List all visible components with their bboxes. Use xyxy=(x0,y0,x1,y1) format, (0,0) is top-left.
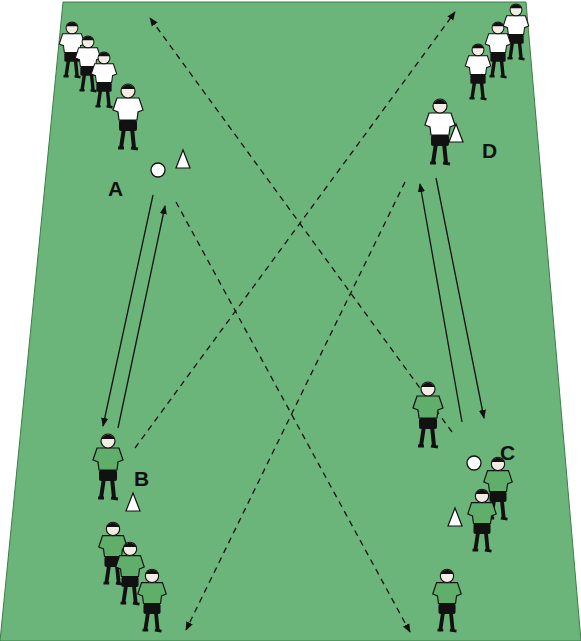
pass-line xyxy=(420,184,462,422)
player-figure xyxy=(465,44,491,99)
player-figure xyxy=(468,489,497,551)
ball xyxy=(467,456,481,470)
balls xyxy=(151,163,481,470)
position-letter: C xyxy=(500,442,515,463)
position-letter: D xyxy=(482,140,497,161)
player-figure xyxy=(433,569,462,631)
player-figure xyxy=(425,99,455,164)
cone xyxy=(176,150,190,168)
cones xyxy=(126,124,463,526)
cone xyxy=(448,508,462,526)
pass-line xyxy=(103,195,153,426)
position-letter: A xyxy=(108,178,123,199)
run-line xyxy=(186,182,405,630)
pass-line xyxy=(118,206,165,428)
player-figure xyxy=(93,434,123,499)
player-figure xyxy=(113,84,143,149)
run-line xyxy=(150,18,452,432)
run-line xyxy=(135,12,455,448)
run-line xyxy=(176,202,410,632)
ball xyxy=(151,163,165,177)
player-figure xyxy=(413,382,443,447)
players xyxy=(59,4,529,631)
pass-line xyxy=(436,178,484,418)
run-lines xyxy=(103,12,484,632)
player-figure xyxy=(138,569,167,631)
player-figure xyxy=(91,52,117,107)
player-figure xyxy=(485,22,511,77)
player-figure xyxy=(503,4,529,59)
cone xyxy=(126,493,140,511)
position-letter: B xyxy=(134,468,149,489)
